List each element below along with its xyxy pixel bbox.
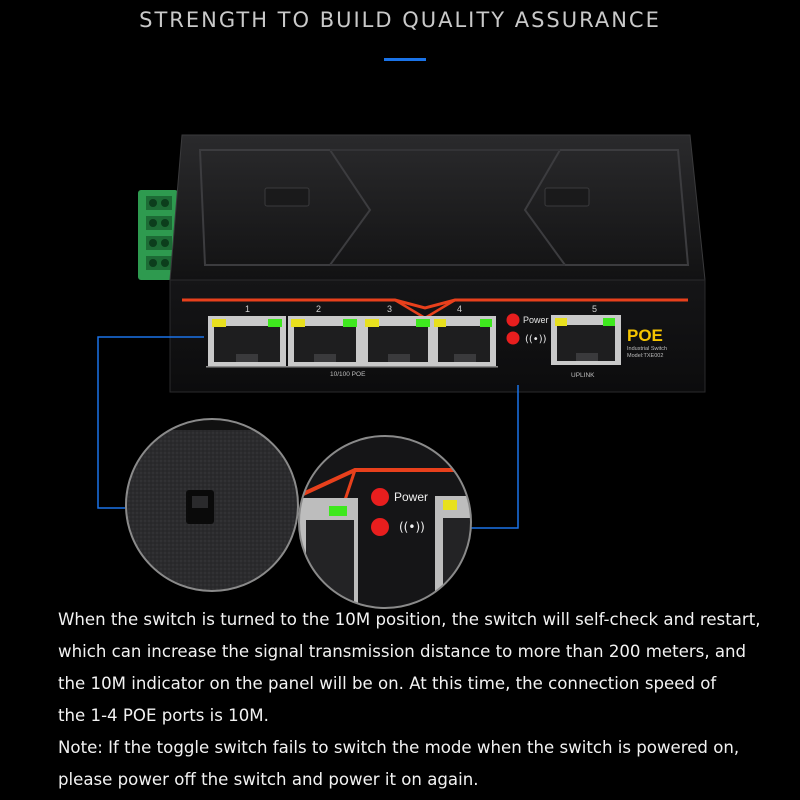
signal-icon: ((•)) xyxy=(525,334,547,345)
poe-subtitle: Industrial Switch xyxy=(627,346,667,352)
zoom-signal-led xyxy=(371,518,389,536)
description-line: When the switch is turned to the 10M pos… xyxy=(58,610,761,629)
uplink-port xyxy=(551,315,621,365)
port-number-4: 4 xyxy=(457,304,462,314)
zoom-toggle-switch xyxy=(125,418,299,592)
uplink-label: UPLINK xyxy=(571,372,595,379)
zoom-led-panel: Power ((•)) xyxy=(298,435,472,609)
port-number-2: 2 xyxy=(316,304,321,314)
rj45-port-3 xyxy=(362,316,434,366)
port-group-label: 10/100 POE xyxy=(330,371,366,378)
rj45-port-1 xyxy=(208,316,286,366)
port-number-3: 3 xyxy=(387,304,392,314)
description-line: which can increase the signal transmissi… xyxy=(58,642,747,661)
zoom-power-led xyxy=(371,488,389,506)
description-text: When the switch is turned to the 10M pos… xyxy=(58,604,788,796)
callout-line-left xyxy=(97,336,204,509)
poe-model: Model:TXE002 xyxy=(627,353,663,359)
description-line: Note: If the toggle switch fails to swit… xyxy=(58,738,740,757)
power-label: Power xyxy=(523,315,549,325)
rj45-port-4 xyxy=(432,316,496,366)
power-led xyxy=(506,313,520,327)
zoom-power-label: Power xyxy=(394,490,428,504)
port-number-1: 1 xyxy=(245,304,250,314)
page-heading: STRENGTH TO BUILD QUALITY ASSURANCE xyxy=(139,8,661,32)
orange-stripe xyxy=(182,298,688,310)
signal-led xyxy=(506,331,520,345)
heading-accent-line xyxy=(384,58,426,61)
description-line: the 10M indicator on the panel will be o… xyxy=(58,674,717,693)
poe-logo: POE xyxy=(627,326,663,345)
description-line: the 1-4 POE ports is 10M. xyxy=(58,706,269,725)
callout-line-right xyxy=(470,385,519,529)
device-top xyxy=(169,134,706,281)
description-line: please power off the switch and power it… xyxy=(58,770,479,789)
rj45-port-2 xyxy=(288,316,362,366)
terminal-block xyxy=(138,190,178,280)
uplink-number: 5 xyxy=(592,304,597,314)
zoom-signal-icon: ((•)) xyxy=(399,520,425,534)
